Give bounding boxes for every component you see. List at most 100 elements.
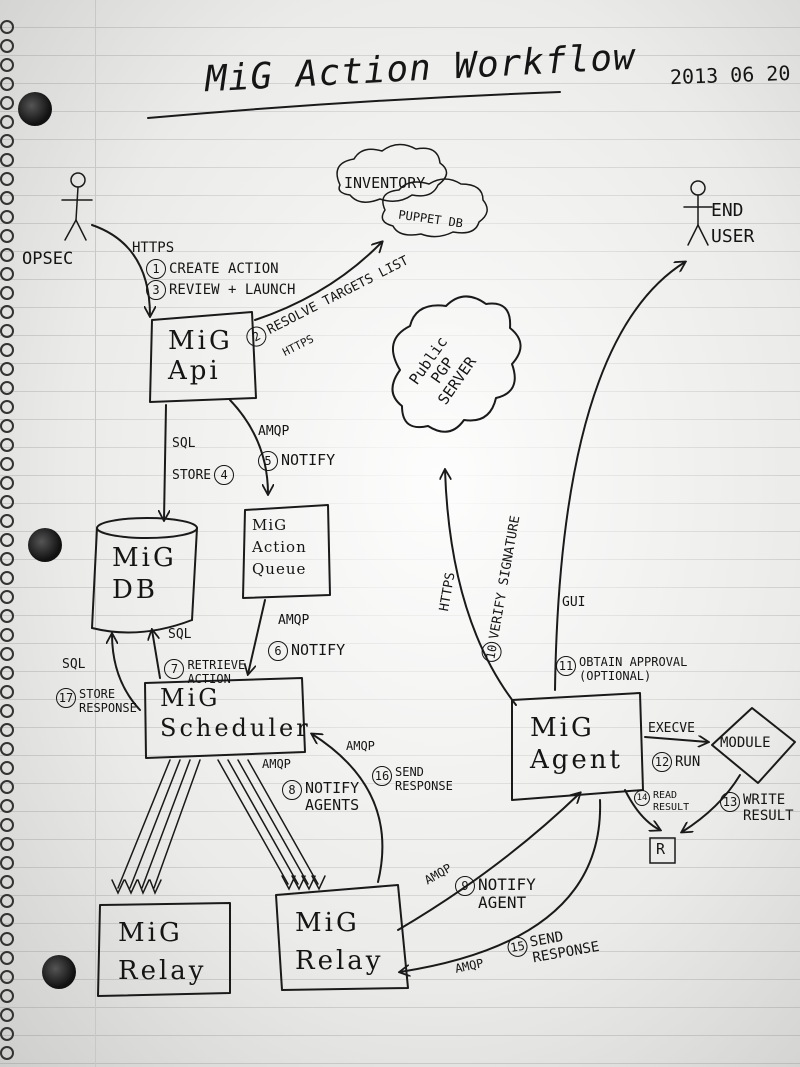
- arrow-scheduler-relay-left: [111, 759, 201, 895]
- step-7-text: RETRIEVE ACTION: [187, 657, 246, 686]
- spiral-ring: [0, 913, 14, 927]
- spiral-ring: [0, 647, 14, 661]
- spiral-ring: [0, 837, 14, 851]
- spiral-ring: [0, 951, 14, 965]
- spiral-ring: [0, 704, 14, 718]
- step-16-text: SEND RESPONSE: [395, 765, 453, 793]
- title-underline: [147, 91, 561, 119]
- spiral-ring: [0, 1046, 14, 1060]
- step-12-number: 12: [652, 752, 672, 772]
- inventory-label: INVENTORY: [344, 174, 426, 192]
- spiral-ring: [0, 172, 14, 186]
- arrow-scheduler-db-store: [112, 634, 141, 711]
- spiral-ring: [0, 628, 14, 642]
- result-label: R: [656, 840, 666, 858]
- spiral-ring: [0, 362, 14, 376]
- spiral-ring: [0, 514, 14, 528]
- step-16-number: 16: [372, 766, 392, 786]
- spiral-ring: [0, 381, 14, 395]
- spiral-ring: [0, 77, 14, 91]
- spiral-ring: [0, 875, 14, 889]
- spiral-ring: [0, 343, 14, 357]
- spiral-ring: [0, 438, 14, 452]
- binder-hole-bottom: [42, 955, 76, 989]
- spiral-ring: [0, 742, 14, 756]
- spiral-ring: [0, 761, 14, 775]
- step-3-text: REVIEW + LAUNCH: [169, 282, 296, 298]
- spiral-ring: [0, 457, 14, 471]
- queue-box: [242, 504, 331, 599]
- step-7-number: 7: [164, 658, 185, 679]
- step-15-number: 15: [505, 935, 530, 959]
- spiral-ring: [0, 134, 14, 148]
- module-diamond: [711, 707, 796, 784]
- sql-retrieve-label: SQL: [168, 627, 192, 642]
- arrow-agent-relay: [400, 799, 602, 972]
- spiral-ring: [0, 533, 14, 547]
- arrow-agent-enduser: [554, 262, 685, 691]
- spiral-ring: [0, 666, 14, 680]
- spiral-ring: [0, 400, 14, 414]
- arrow-agent-result: [624, 789, 660, 830]
- amqp-send-label: AMQP: [346, 739, 375, 753]
- step-6-number: 6: [268, 641, 288, 661]
- sql-store-response-label: SQL: [62, 657, 86, 672]
- margin-line: [95, 0, 96, 1067]
- step-14-number: 14: [634, 790, 650, 806]
- spiral-ring: [0, 1008, 14, 1022]
- spiral-ring: [0, 229, 14, 243]
- arrow-agent-pgp: [445, 470, 517, 706]
- spiral-ring: [0, 115, 14, 129]
- step-1-text: CREATE ACTION: [169, 261, 279, 277]
- spiral-ring: [0, 210, 14, 224]
- spiral-ring: [0, 723, 14, 737]
- spiral-ring: [0, 1027, 14, 1041]
- spiral-ring: [0, 286, 14, 300]
- arrow-relay-agent: [397, 793, 580, 931]
- step-1-number: 1: [146, 259, 166, 279]
- spiral-ring: [0, 894, 14, 908]
- spiral-ring: [0, 685, 14, 699]
- db-label: MiG DB: [112, 543, 177, 605]
- spiral-ring: [0, 476, 14, 490]
- gui-label: GUI: [562, 595, 586, 610]
- relay-right-box: [275, 884, 409, 991]
- module-label: MODULE: [720, 735, 771, 751]
- spiral-ring: [0, 970, 14, 984]
- arrow-api-inventory: [254, 242, 382, 321]
- spiral-ring: [0, 153, 14, 167]
- spiral-ring: [0, 932, 14, 946]
- end-user-label: END USER: [711, 200, 755, 247]
- step-5-text: NOTIFY: [281, 451, 336, 469]
- opsec-label: OPSEC: [22, 249, 74, 269]
- step-6-text: NOTIFY: [291, 641, 346, 659]
- spiral-ring: [0, 305, 14, 319]
- step-17-number: 17: [56, 688, 76, 708]
- store-text: STORE: [172, 468, 212, 483]
- spiral-ring: [0, 96, 14, 110]
- step-3-number: 3: [146, 280, 166, 300]
- step-12-text: RUN: [675, 754, 701, 770]
- spiral-ring: [0, 419, 14, 433]
- arrow-module-result: [682, 774, 741, 832]
- binder-hole-top: [18, 92, 52, 126]
- step-13-text: WRITE RESULT: [743, 792, 794, 825]
- arrow-queue-scheduler: [248, 599, 266, 674]
- sql-store-label: SQL: [172, 436, 196, 451]
- puppetdb-cloud: [381, 178, 488, 238]
- api-box-label: MiG Api: [168, 326, 233, 386]
- step-11-number: 11: [556, 656, 576, 676]
- spiral-ring: [0, 609, 14, 623]
- relay-left-label: MiG Relay: [118, 918, 207, 986]
- binder-hole-middle: [28, 528, 62, 562]
- arrow-opsec-api: [91, 224, 150, 316]
- spiral-ring: [0, 39, 14, 53]
